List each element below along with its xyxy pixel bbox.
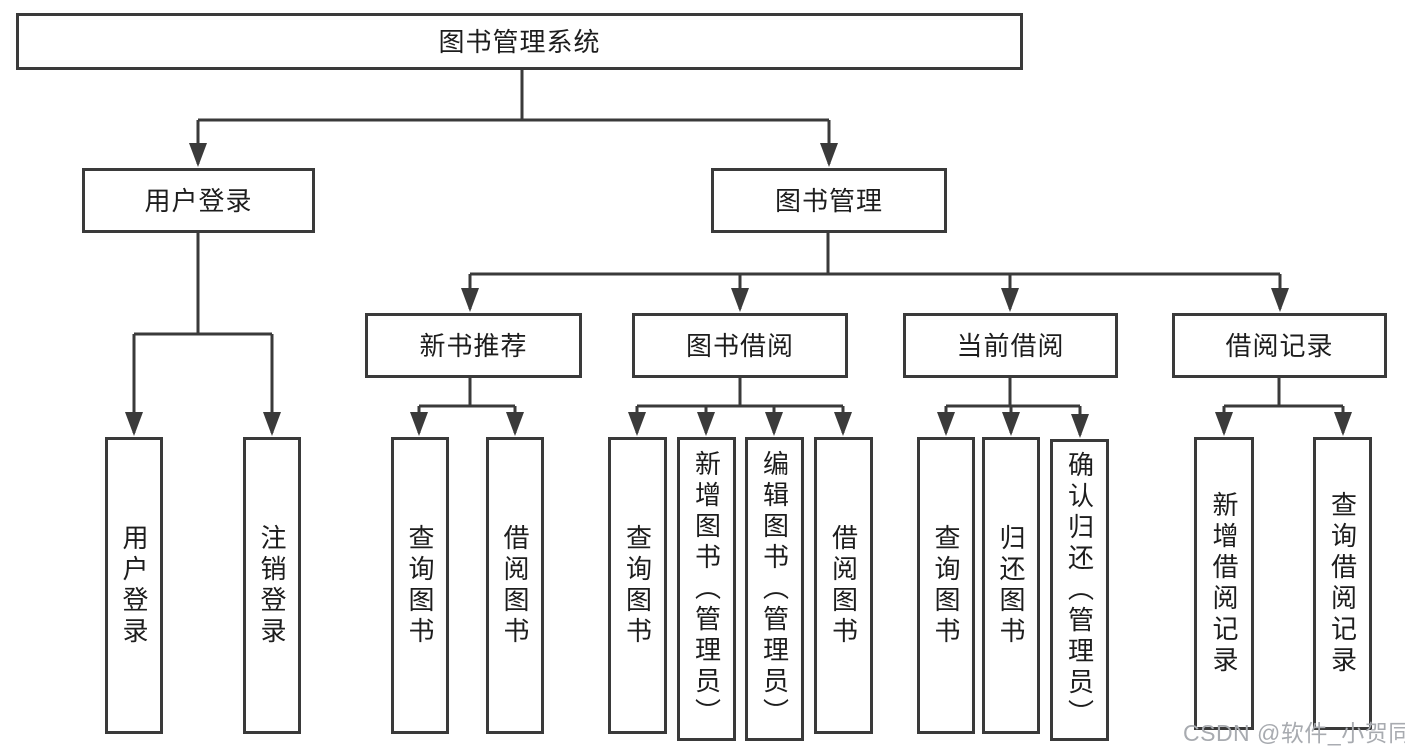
node-borrowing-records: 借阅记录 [1172, 313, 1387, 378]
leaf-user-login: 用户登录 [105, 437, 163, 734]
node-root: 图书管理系统 [16, 13, 1023, 70]
leaf-cb-confirm-return-admin: 确认归还（管理员） [1050, 439, 1109, 741]
leaf-nb-borrow-books: 借阅图书 [486, 437, 544, 734]
leaf-nb-query-books: 查询图书 [391, 437, 449, 734]
leaf-bb-query-books: 查询图书 [608, 437, 667, 734]
connector-currentborrow-to-leaves [937, 378, 1089, 438]
leaf-bb-edit-books-admin: 编辑图书（管理员） [745, 437, 804, 741]
leaf-br-add-record: 新增借阅记录 [1194, 437, 1254, 730]
csdn-watermark: CSDN @软件_小贺同学 [1183, 720, 1405, 746]
node-book-borrowing: 图书借阅 [632, 313, 848, 378]
connector-newbook-to-leaves [410, 378, 524, 436]
node-book-management: 图书管理 [711, 168, 947, 233]
connector-userlogin-to-leaves [125, 233, 281, 436]
node-current-borrowing: 当前借阅 [903, 313, 1118, 378]
connector-records-to-leaves [1215, 378, 1352, 436]
leaf-cb-return-books: 归还图书 [982, 437, 1040, 734]
connector-bookmgmt-to-level3 [461, 233, 1289, 312]
connector-bookborrow-to-leaves [628, 378, 852, 436]
leaf-logout-login: 注销登录 [243, 437, 301, 734]
node-new-book-recommend: 新书推荐 [365, 313, 582, 378]
leaf-br-query-record: 查询借阅记录 [1313, 437, 1372, 730]
leaf-bb-add-books-admin: 新增图书（管理员） [677, 437, 736, 741]
node-user-login: 用户登录 [82, 168, 315, 233]
connector-root-to-level2 [189, 70, 838, 167]
leaf-cb-query-books: 查询图书 [917, 437, 975, 734]
leaf-bb-borrow-books: 借阅图书 [814, 437, 873, 734]
